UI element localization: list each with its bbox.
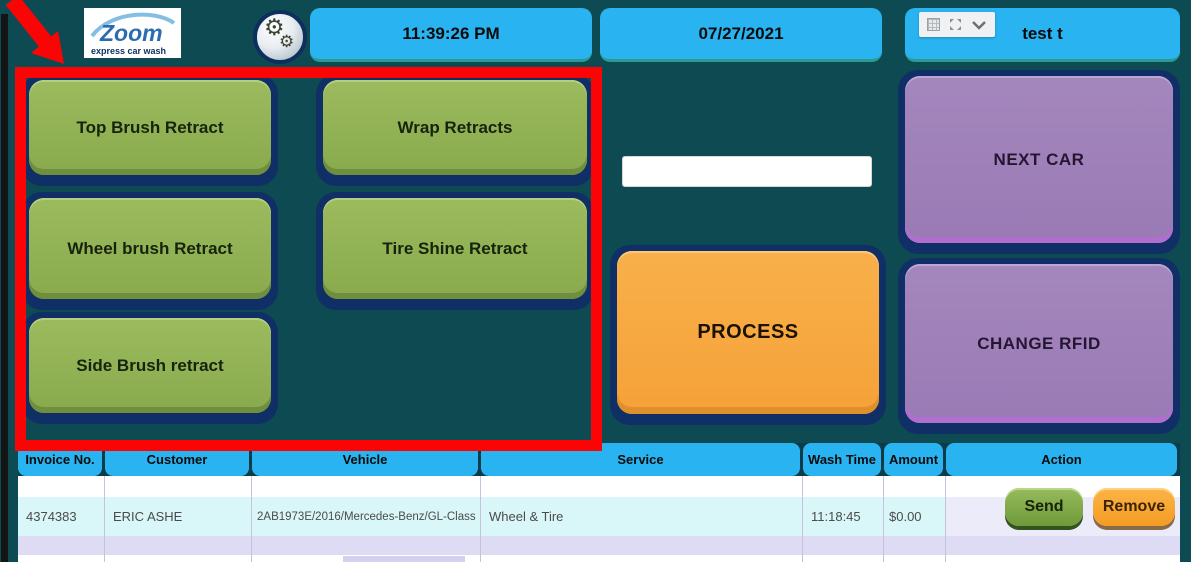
column-header: Service: [481, 443, 800, 476]
button-label: PROCESS: [617, 251, 879, 414]
gear-icon: ⚙: [279, 32, 295, 51]
remove-button[interactable]: Remove: [1093, 488, 1175, 526]
column-header: Vehicle: [252, 443, 478, 476]
annotation-arrow-icon: [5, 0, 64, 64]
queue-table-body: 4374383 ERIC ASHE 2AB1973E/2016/Mercedes…: [18, 476, 1180, 562]
button-label: CHANGE RFID: [905, 264, 1173, 423]
service-column: Wheel & Tire: [481, 476, 803, 562]
logo-title: Zoom: [99, 20, 163, 46]
button-label: Wheel brush Retract: [29, 198, 271, 299]
send-button[interactable]: Send: [1005, 488, 1083, 526]
invoice-column: 4374383: [18, 476, 105, 562]
amount-cell: $0.00: [884, 497, 945, 536]
chevron-down-icon[interactable]: [971, 20, 987, 30]
button-label: Tire Shine Retract: [323, 198, 587, 299]
station-name: test t: [1022, 23, 1063, 43]
gear-icon: ⚙: [264, 14, 285, 40]
customer-column: ERIC ASHE: [105, 476, 252, 562]
button-label: NEXT CAR: [905, 76, 1173, 243]
station-panel[interactable]: test t: [905, 8, 1180, 62]
side-brush-retract-button[interactable]: Side Brush retract: [22, 312, 278, 424]
column-header: Action: [946, 443, 1177, 476]
change-rfid-button[interactable]: CHANGE RFID: [898, 258, 1180, 434]
date-text: 07/27/2021: [698, 23, 784, 43]
window-edge-strip: [1, 14, 8, 562]
grid-view-icon[interactable]: [926, 18, 940, 31]
button-label: Side Brush retract: [29, 318, 271, 413]
scroll-fragment: [343, 556, 465, 562]
customer-cell: ERIC ASHE: [105, 497, 251, 536]
vehicle-cell: 2AB1973E/2016/Mercedes-Benz/GL-Class: [252, 497, 480, 536]
clock-panel: 11:39:26 PM: [310, 8, 592, 62]
top-brush-retract-button[interactable]: Top Brush Retract: [22, 74, 278, 186]
process-button[interactable]: PROCESS: [610, 245, 886, 425]
column-header: Invoice No.: [18, 443, 102, 476]
column-header: Amount: [884, 443, 943, 476]
date-panel: 07/27/2021: [600, 8, 882, 62]
time-text: 11:39:26 PM: [402, 23, 500, 43]
logo-subtitle: express car wash: [91, 46, 166, 56]
settings-button[interactable]: ⚙ ⚙: [253, 10, 307, 64]
column-header: Customer: [105, 443, 249, 476]
wrap-retracts-button[interactable]: Wrap Retracts: [316, 74, 594, 186]
action-column: Send Remove: [946, 476, 1180, 562]
invoice-cell: 4374383: [18, 497, 104, 536]
wash-time-cell: 11:18:45: [803, 497, 883, 536]
amount-column: $0.00: [884, 476, 946, 562]
wash-time-column: 11:18:45: [803, 476, 884, 562]
vehicle-column: 2AB1973E/2016/Mercedes-Benz/GL-Class: [252, 476, 481, 562]
expand-arrows-icon[interactable]: [949, 18, 962, 31]
queue-table-header: Invoice No. Customer Vehicle Service Was…: [18, 443, 1180, 476]
service-cell: Wheel & Tire: [481, 497, 802, 536]
rfid-input[interactable]: [622, 156, 872, 187]
zoom-logo: Zoom express car wash: [84, 8, 181, 58]
view-toolbar[interactable]: [919, 12, 995, 37]
button-label: Top Brush Retract: [29, 80, 271, 175]
column-header: Wash Time: [803, 443, 881, 476]
wheel-brush-retract-button[interactable]: Wheel brush Retract: [22, 192, 278, 310]
next-car-button[interactable]: NEXT CAR: [898, 70, 1180, 254]
button-label: Wrap Retracts: [323, 80, 587, 175]
tire-shine-retract-button[interactable]: Tire Shine Retract: [316, 192, 594, 310]
